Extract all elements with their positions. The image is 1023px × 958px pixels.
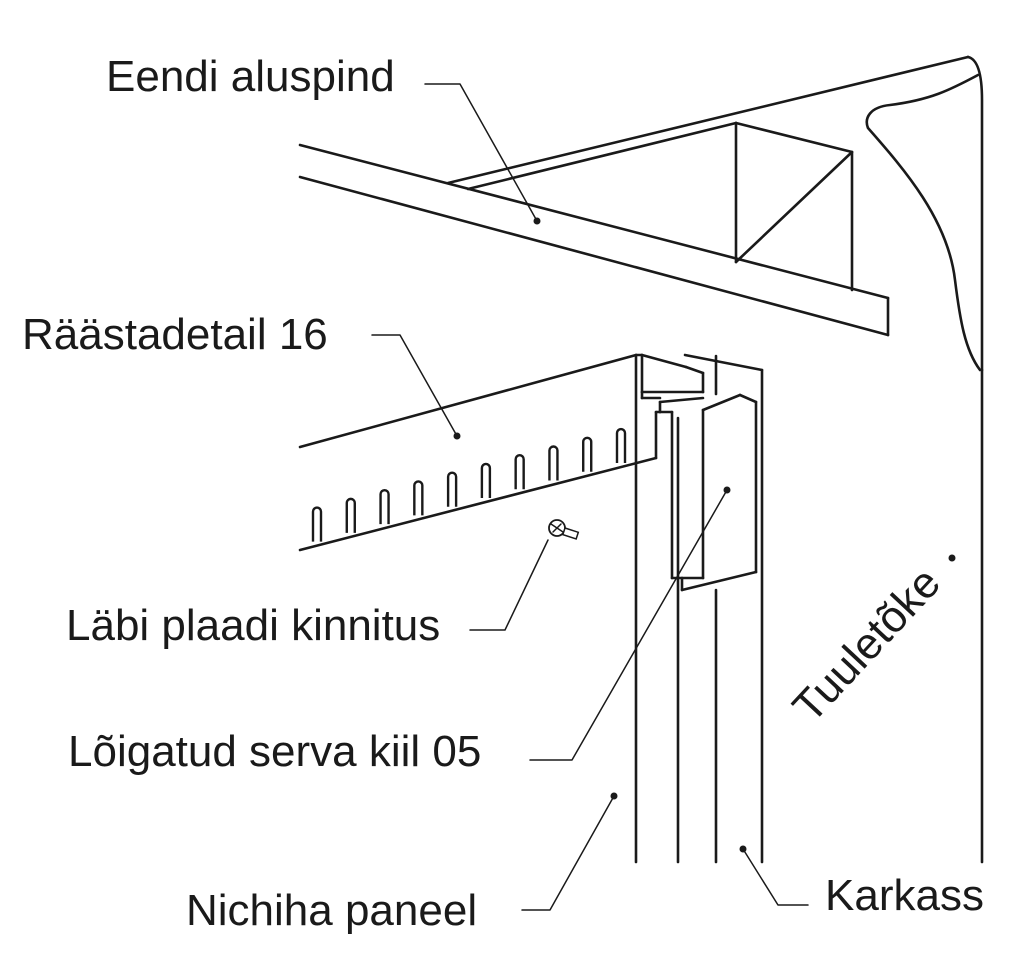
ventilation-slot	[446, 471, 458, 507]
leader-eendi	[424, 83, 541, 225]
label-loigatud-serva-kiil: Lõigatud serva kiil 05	[68, 727, 481, 776]
label-raastadetail: Räästadetail 16	[22, 310, 328, 359]
soffit-board	[298, 55, 970, 337]
ventilation-slot	[514, 454, 525, 490]
eave-trim	[298, 353, 705, 552]
cut-edge-wedge	[680, 393, 758, 592]
leader-nichiha	[521, 792, 618, 911]
roof-end-curve	[865, 55, 984, 372]
leader-kiil	[529, 486, 731, 761]
ventilation-slot	[345, 497, 356, 533]
ventilation-slot	[480, 462, 492, 498]
ventilation-slots	[311, 427, 627, 542]
label-karkass: Karkass	[825, 871, 984, 920]
framing-stud	[683, 353, 764, 864]
ventilation-slot	[582, 436, 593, 472]
leader-tuuletoke-dot	[948, 554, 956, 562]
leader-karkass	[739, 845, 809, 906]
ventilation-slot	[311, 506, 323, 542]
ventilation-slot	[548, 445, 559, 481]
ventilation-slot	[615, 427, 627, 464]
label-tuuletoke: Tuuletõke	[783, 558, 950, 732]
label-nichiha-paneel: Nichiha paneel	[186, 886, 477, 935]
through-panel-fastener	[548, 519, 580, 540]
ventilation-slot	[379, 488, 390, 525]
leader-raastadetail	[371, 334, 461, 440]
leader-kinnitus	[469, 539, 549, 631]
panel-section	[658, 396, 705, 864]
label-labi-plaadi-kinnitus: Läbi plaadi kinnitus	[66, 601, 440, 650]
label-eendi-aluspind: Eendi aluspind	[106, 52, 395, 101]
ventilation-slot	[413, 480, 424, 516]
nichiha-panel	[634, 353, 644, 864]
